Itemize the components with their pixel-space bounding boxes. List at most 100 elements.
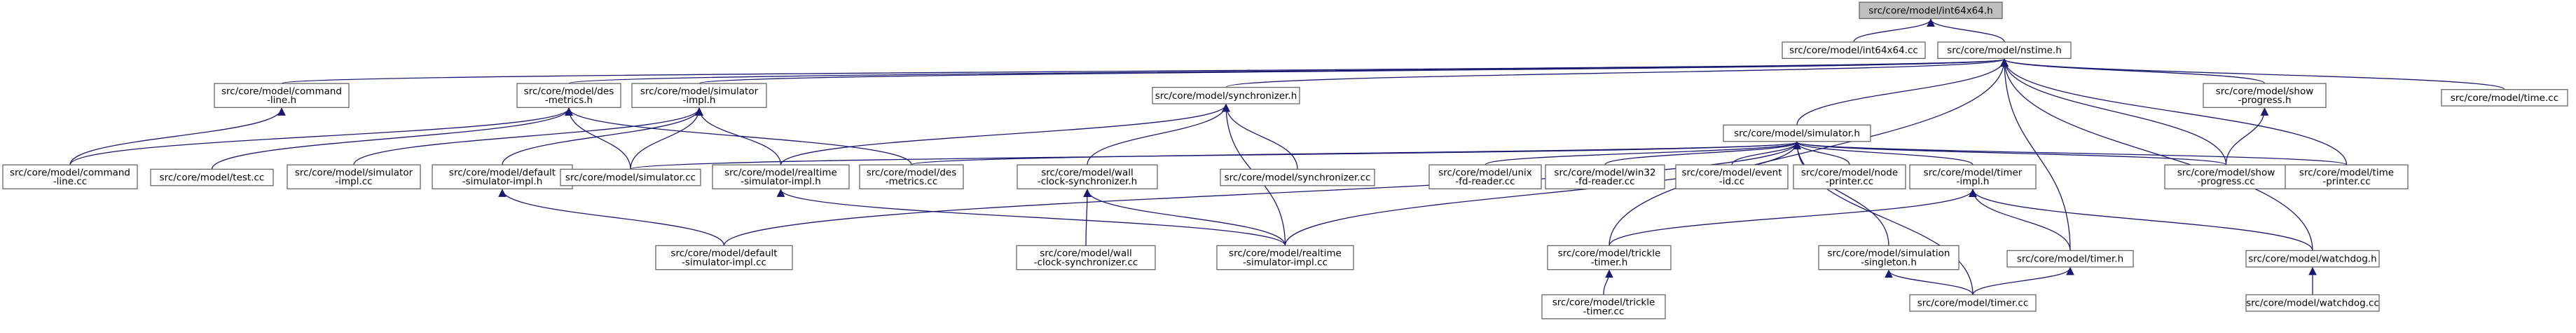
node-box [1859, 1, 2003, 20]
edge-realtime-simulator-impl-h-to-synchronizer-h [780, 103, 1230, 165]
node-label-line: src/core/model/show [2177, 167, 2275, 178]
node-node-printer-cc[interactable]: src/core/model/node-printer.cc [1793, 164, 1906, 190]
node-int64x64-h[interactable]: src/core/model/int64x64.h [1859, 1, 2003, 20]
node-simulator-h[interactable]: src/core/model/simulator.h [1723, 124, 1871, 142]
edge-simulator-impl-h-to-nstime-h [698, 58, 2008, 84]
node-des-metrics-h[interactable]: src/core/model/des-metrics.h [516, 83, 621, 108]
node-trickle-timer-cc[interactable]: src/core/model/trickle-timer.cc [1541, 294, 1666, 320]
node-realtime-simulator-impl-cc[interactable]: src/core/model/realtime-simulator-impl.c… [1216, 245, 1354, 271]
node-simulation-singleton-h[interactable]: src/core/model/simulation-singleton.h [1818, 245, 1959, 271]
node-label-line: -clock-synchronizer.cc [1034, 257, 1138, 268]
edge-timer-h-to-timer-impl-h [1969, 189, 2071, 251]
node-unix-fd-reader-cc[interactable]: src/core/model/unix-fd-reader.cc [1428, 164, 1542, 190]
node-simulator-cc[interactable]: src/core/model/simulator.cc [560, 168, 701, 186]
node-label-line: src/core/model/timer [1924, 167, 2023, 178]
node-box [1909, 294, 2037, 312]
node-label-line: src/core/model/time [2299, 167, 2394, 178]
node-label-line: src/core/model/unix [1438, 167, 1531, 178]
edge-des-metrics-cc-to-simulator-h [911, 141, 1800, 165]
node-nstime-h[interactable]: src/core/model/nstime.h [1937, 41, 2072, 60]
node-watchdog-cc[interactable]: src/core/model/watchdog.cc [2245, 294, 2380, 312]
node-realtime-simulator-impl-h[interactable]: src/core/model/realtime-simulator-impl.h [712, 164, 850, 190]
node-label-line: -printer.cc [1826, 176, 1873, 187]
node-box [2441, 89, 2568, 107]
node-simulator-impl-h[interactable]: src/core/model/simulator-impl.h [631, 83, 767, 108]
node-box [2, 164, 138, 190]
node-label-line: src/core/model/time.cc [2451, 93, 2558, 104]
node-box [1220, 168, 1375, 186]
node-box [2285, 164, 2409, 190]
node-timer-cc[interactable]: src/core/model/timer.cc [1909, 294, 2037, 312]
node-label-line: src/core/model/wall [1040, 248, 1131, 259]
node-time-cc[interactable]: src/core/model/time.cc [2441, 89, 2568, 107]
node-box [655, 245, 793, 271]
node-int64x64-cc[interactable]: src/core/model/int64x64.cc [1782, 41, 1926, 60]
edge-watchdog-h-to-nstime-h [2000, 58, 2313, 251]
node-synchronizer-cc[interactable]: src/core/model/synchronizer.cc [1220, 168, 1375, 186]
node-win32-fd-reader-cc[interactable]: src/core/model/win32-fd-reader.cc [1545, 164, 1665, 190]
node-label-line: src/core/model/wall [1041, 167, 1133, 178]
node-box [1547, 245, 1672, 271]
node-label-line: src/core/model/int64x64.h [1868, 5, 1992, 16]
node-label-line: src/core/model/synchronizer.cc [1225, 172, 1371, 184]
node-label-line: src/core/model/simulator [295, 167, 413, 178]
edge-realtime-simulator-impl-cc-to-wall-clock-synchronizer-h [1083, 189, 1286, 246]
node-simulator-impl-cc[interactable]: src/core/model/simulator-impl.cc [287, 164, 421, 190]
node-label-line: -simulator-impl.cc [682, 257, 766, 268]
edge-time-printer-cc-to-nstime-h [2000, 58, 2348, 165]
node-label-line: -id.cc [1719, 176, 1744, 187]
node-label-line: src/core/model/simulator.h [1734, 128, 1860, 140]
node-default-simulator-impl-cc[interactable]: src/core/model/default-simulator-impl.cc [655, 245, 793, 271]
node-box [560, 168, 701, 186]
edge-timer-impl-h-to-simulator-h [1793, 141, 1974, 165]
node-box [2006, 250, 2134, 268]
node-label-line: src/core/model/win32 [1554, 167, 1655, 178]
node-label-line: -simulator-impl.h [741, 176, 821, 187]
node-label-line: -simulator-impl.cc [1243, 257, 1328, 268]
node-wall-clock-synchronizer-cc[interactable]: src/core/model/wall-clock-synchronizer.c… [1016, 245, 1156, 271]
node-label-line: src/core/model/timer.cc [1917, 298, 2029, 309]
node-timer-h[interactable]: src/core/model/timer.h [2006, 250, 2134, 268]
node-box [631, 83, 767, 108]
node-watchdog-h[interactable]: src/core/model/watchdog.h [2245, 250, 2380, 268]
node-synchronizer-h[interactable]: src/core/model/synchronizer.h [1152, 86, 1300, 104]
node-label-line: src/core/model/command [10, 167, 130, 178]
node-box [2245, 294, 2380, 312]
node-label-line: src/core/model/watchdog.h [2248, 254, 2376, 265]
node-timer-impl-h[interactable]: src/core/model/timer-impl.h [1909, 164, 2037, 190]
node-label-line: -fd-reader.cc [1575, 176, 1634, 187]
edge-command-line-cc-to-command-line-h [69, 107, 286, 165]
node-box [1541, 294, 1666, 320]
node-box [1937, 41, 2072, 60]
edge-timer-h-to-nstime-h [2000, 58, 2071, 251]
node-show-progress-cc[interactable]: src/core/model/show-progress.cc [2164, 164, 2288, 190]
edge-simulator-cc-to-des-metrics-h [565, 107, 631, 170]
node-event-id-cc[interactable]: src/core/model/event-id.cc [1675, 164, 1789, 190]
node-wall-clock-synchronizer-h[interactable]: src/core/model/wall-clock-synchronizer.h [1017, 164, 1158, 190]
node-label-line: src/core/model/des [524, 86, 614, 97]
node-label-line: -line.h [267, 95, 296, 106]
node-label-line: src/core/model/nstime.h [1947, 45, 2062, 56]
node-label-line: -metrics.cc [886, 176, 938, 187]
node-label-line: src/core/model/show [2216, 86, 2314, 97]
node-label-line: src/core/model/watchdog.cc [2246, 298, 2379, 309]
edge-default-simulator-impl-h-to-simulator-impl-h [502, 107, 703, 165]
node-label-line: src/core/model/simulation [1827, 248, 1950, 259]
node-des-metrics-cc[interactable]: src/core/model/des-metrics.cc [859, 164, 964, 190]
node-command-line-h[interactable]: src/core/model/command-line.h [214, 83, 350, 108]
node-show-progress-h[interactable]: src/core/model/show-progress.h [2203, 83, 2327, 108]
node-command-line-cc[interactable]: src/core/model/command-line.cc [2, 164, 138, 190]
edge-default-simulator-impl-cc-to-default-simulator-impl-h [498, 189, 725, 246]
node-label-line: src/core/model/test.cc [160, 172, 265, 184]
edge-unix-fd-reader-cc-to-simulator-h [1485, 141, 1801, 165]
edge-simulation-singleton-h-to-simulator-h [1793, 141, 1889, 246]
node-box [2164, 164, 2288, 190]
node-test-cc[interactable]: src/core/model/test.cc [150, 168, 274, 186]
nodes-layer: src/core/model/int64x64.h src/core/model/… [2, 1, 2568, 320]
edge-show-progress-cc-to-simulator-h [1793, 141, 2227, 165]
node-label-line: -clock-synchronizer.h [1038, 176, 1137, 187]
node-time-printer-cc[interactable]: src/core/model/time-printer.cc [2285, 164, 2409, 190]
edge-wall-clock-synchronizer-h-to-synchronizer-h [1087, 103, 1230, 165]
node-trickle-timer-h[interactable]: src/core/model/trickle-timer.h [1547, 245, 1672, 271]
node-default-simulator-impl-h[interactable]: src/core/model/default-simulator-impl.h [432, 164, 573, 190]
